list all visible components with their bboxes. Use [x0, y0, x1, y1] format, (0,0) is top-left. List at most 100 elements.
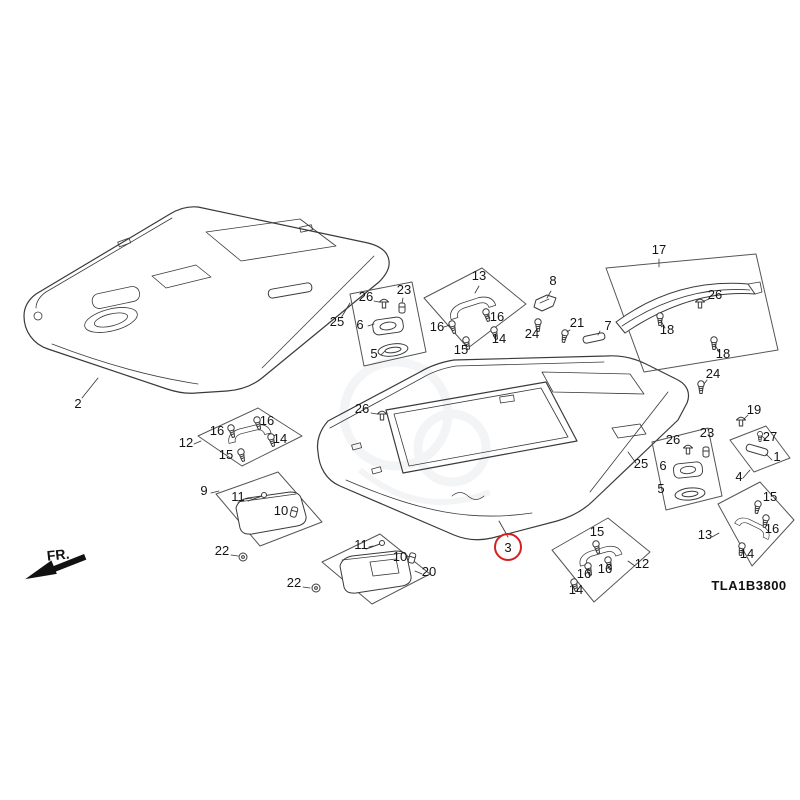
wiring-detail [451, 492, 485, 500]
screw-icon [752, 499, 763, 515]
light-lens [376, 341, 410, 359]
callout-7[interactable]: 7 [604, 318, 611, 333]
grommet-icon [238, 552, 248, 562]
watermark [339, 357, 492, 505]
sun-visor-group-right [321, 533, 431, 605]
callout-16-e[interactable]: 16 [577, 566, 591, 581]
grommet-icon [311, 583, 321, 593]
callout-5-a[interactable]: 5 [370, 346, 377, 361]
callout-16-d[interactable]: 16 [260, 413, 274, 428]
callout-2[interactable]: 2 [74, 396, 81, 411]
callout-19[interactable]: 19 [747, 402, 761, 417]
callout-9[interactable]: 9 [200, 483, 207, 498]
callout-5-b[interactable]: 5 [657, 481, 664, 496]
callout-12-b[interactable]: 12 [635, 556, 649, 571]
visor-rod-icon [365, 540, 385, 550]
headliner-panel-alt [23, 206, 390, 394]
grab-handle-group-bottom [551, 517, 651, 603]
callout-16-c[interactable]: 16 [210, 423, 224, 438]
highlight-circle [494, 533, 522, 561]
drawing-code: TLA1B3800 [711, 578, 786, 593]
panel-small-cutout [151, 264, 212, 289]
panel-handle-detail [267, 282, 313, 299]
callout-15-b[interactable]: 15 [219, 447, 233, 462]
group-box-1 [729, 425, 791, 473]
sun-visor [339, 550, 412, 594]
callout-20[interactable]: 20 [422, 564, 436, 579]
callout-24-a[interactable]: 24 [525, 326, 539, 341]
bracket-8 [533, 294, 557, 312]
screw-icon [697, 380, 705, 394]
callout-16-b[interactable]: 16 [490, 309, 504, 324]
small-parts [238, 294, 791, 593]
callout-13-a[interactable]: 13 [472, 268, 486, 283]
callout-15-c[interactable]: 15 [590, 524, 604, 539]
callout-16-g[interactable]: 16 [765, 521, 779, 536]
callout-10-a[interactable]: 10 [274, 503, 288, 518]
callout-11-a[interactable]: 11 [231, 489, 245, 504]
dome-light [371, 315, 405, 337]
callout-26-a[interactable]: 26 [359, 289, 373, 304]
callout-18-b[interactable]: 18 [716, 346, 730, 361]
clip-icon [379, 298, 389, 309]
callout-21[interactable]: 21 [570, 315, 584, 330]
callout-23-b[interactable]: 23 [700, 425, 714, 440]
callout-14-a[interactable]: 14 [492, 331, 506, 346]
callout-16-f[interactable]: 16 [598, 561, 612, 576]
callout-13-b[interactable]: 13 [698, 527, 712, 542]
callout-labels: 2 25 26 23 6 5 13 16 16 15 14 8 24 21 7 … [74, 242, 780, 597]
callout-11-b[interactable]: 11 [354, 537, 368, 552]
clip-icon [702, 446, 710, 458]
dome-light-group-left [349, 281, 427, 367]
callout-15-d[interactable]: 15 [763, 489, 777, 504]
callout-23-a[interactable]: 23 [397, 282, 411, 297]
callout-14-c[interactable]: 14 [569, 582, 583, 597]
sunroof-opening [385, 381, 578, 474]
callout-22-b[interactable]: 22 [287, 575, 301, 590]
callout-27[interactable]: 27 [763, 429, 777, 444]
bracket-7 [582, 331, 606, 345]
callout-3-highlighted[interactable]: 3 [504, 540, 511, 555]
fr-arrow-head [25, 560, 57, 580]
callout-25-a[interactable]: 25 [330, 314, 344, 329]
grab-handle-group-left [197, 407, 303, 467]
dome-light-group-right [651, 427, 723, 511]
callout-17[interactable]: 17 [652, 242, 666, 257]
dome-light [672, 460, 704, 480]
callout-25-b[interactable]: 25 [634, 456, 648, 471]
callout-15-a[interactable]: 15 [454, 342, 468, 357]
light-lens [673, 485, 707, 503]
callout-12-a[interactable]: 12 [179, 435, 193, 450]
vanity-mirror [369, 558, 400, 577]
callout-22-a[interactable]: 22 [215, 543, 229, 558]
callout-16-a[interactable]: 16 [430, 319, 444, 334]
panel-rear-cutout [541, 371, 645, 395]
callout-26-c[interactable]: 26 [666, 432, 680, 447]
leader-lines [81, 258, 773, 589]
clip-icon [377, 410, 387, 421]
callout-8[interactable]: 8 [549, 273, 556, 288]
grab-handle-group-right [717, 481, 795, 567]
callout-18-a[interactable]: 18 [660, 322, 674, 337]
sun-visor [235, 491, 307, 535]
clip-icon [398, 302, 406, 314]
callout-10-b[interactable]: 10 [393, 549, 407, 564]
callout-24-b[interactable]: 24 [706, 366, 720, 381]
callout-6-a[interactable]: 6 [356, 317, 363, 332]
callout-14-d[interactable]: 14 [740, 546, 754, 561]
fr-label: FR. [46, 545, 70, 563]
callout-14-b[interactable]: 14 [273, 431, 287, 446]
callout-1[interactable]: 1 [773, 449, 780, 464]
bracket-1 [744, 443, 770, 457]
fr-arrow-shaft [49, 554, 87, 574]
callout-4[interactable]: 4 [735, 469, 742, 484]
callout-26-b[interactable]: 26 [708, 287, 722, 302]
screw-icon [236, 447, 248, 463]
headliner-panel-main [316, 355, 690, 541]
roof-rail-bracket [605, 253, 779, 373]
callout-6-b[interactable]: 6 [659, 458, 666, 473]
clip-icon [695, 298, 705, 309]
callout-26-d[interactable]: 26 [355, 401, 369, 416]
